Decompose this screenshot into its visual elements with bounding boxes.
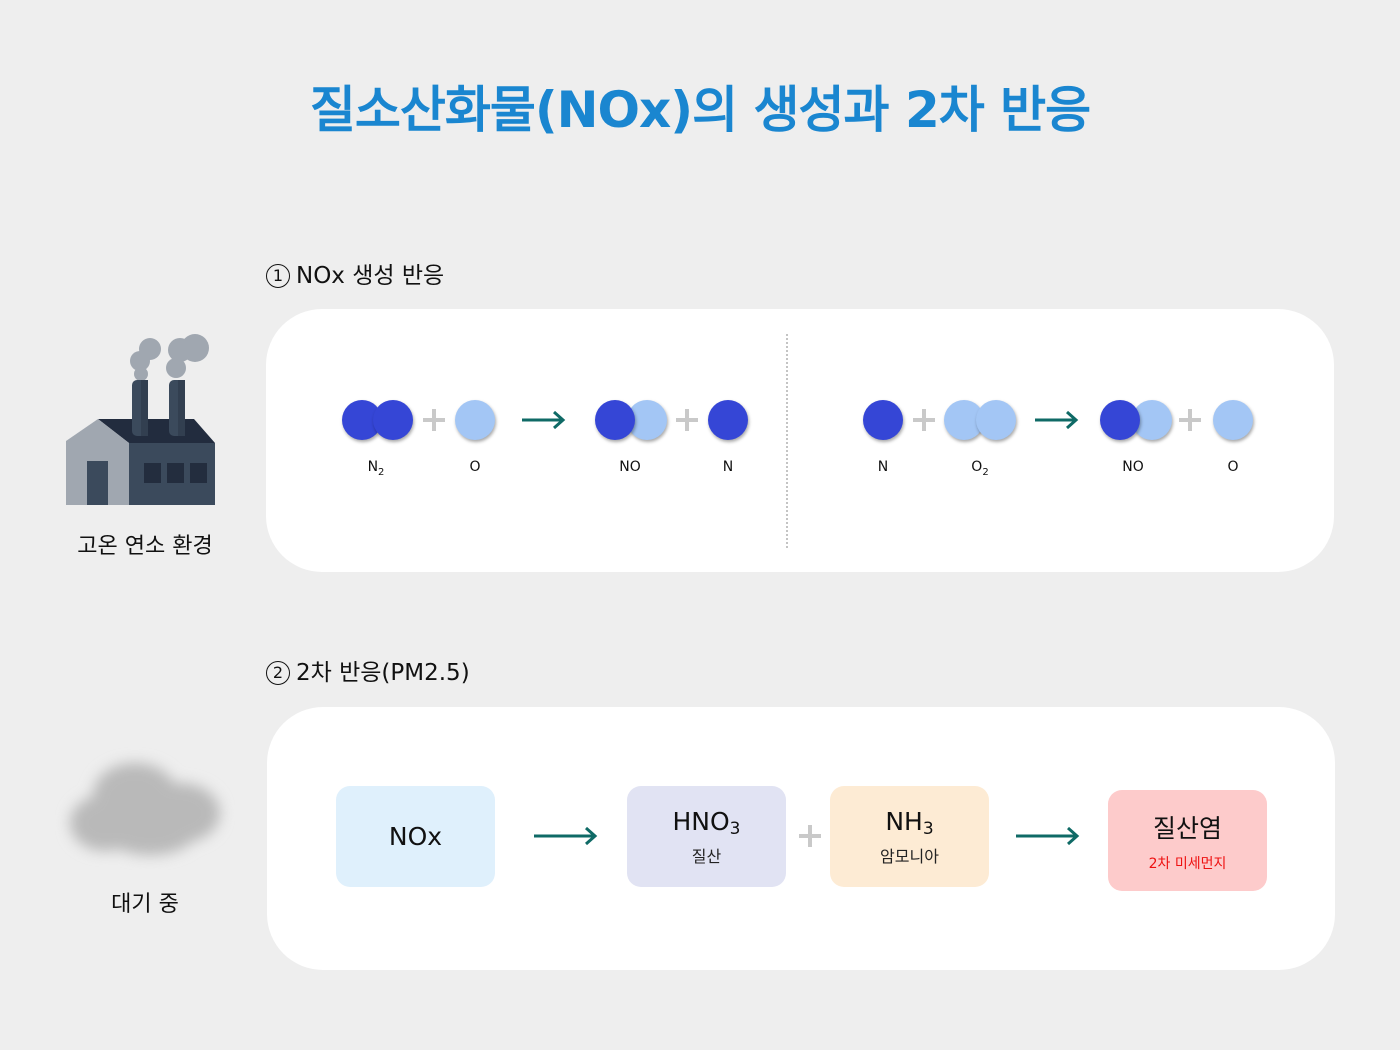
plus-icon (1179, 409, 1201, 431)
smog-cloud-icon (70, 763, 220, 855)
nitric-acid-formula: HNO3 (672, 806, 741, 839)
nitrogen-atom (1100, 400, 1140, 440)
molecule-label: NO (619, 459, 641, 475)
section1-label: NOx 생성 반응 (296, 263, 445, 289)
plus-icon (676, 409, 698, 431)
nox-formula: NOx (388, 822, 443, 851)
nox-formation-card (266, 309, 1334, 572)
section1-number: 1 (266, 264, 290, 288)
nitrate-box: 질산염 2차 미세먼지 (1108, 790, 1267, 891)
plus-icon (799, 825, 821, 847)
nitric-acid-box: HNO3 질산 (627, 786, 786, 887)
molecule-label: N (877, 459, 889, 475)
molecule-label: N (722, 459, 734, 475)
reaction-divider (786, 334, 788, 548)
molecule-label: N2 (367, 459, 385, 478)
nitrogen-atom (373, 400, 413, 440)
arrow-right-icon (534, 826, 598, 846)
oxygen-atom (1213, 400, 1253, 440)
nitrogen-atom (708, 400, 748, 440)
molecule-label: O2 (971, 459, 989, 478)
arrow-right-icon (1035, 410, 1079, 430)
nitrate-title: 질산염 (1152, 813, 1222, 843)
factory-icon (66, 334, 215, 505)
oxygen-atom (455, 400, 495, 440)
section1-side-caption: 고온 연소 환경 (77, 534, 213, 559)
ammonia-label: 암모니아 (880, 846, 939, 866)
section2-side-caption: 대기 중 (111, 892, 179, 917)
arrow-right-icon (1016, 826, 1080, 846)
nox-box: NOx (336, 786, 495, 887)
oxygen-atom (976, 400, 1016, 440)
arrow-right-icon (522, 410, 566, 430)
ammonia-formula: NH3 (885, 806, 934, 839)
page-title: 질소산화물(NOx)의 생성과 2차 반응 (309, 81, 1091, 139)
plus-icon (423, 409, 445, 431)
section2-number: 2 (266, 661, 290, 685)
nitrogen-atom (595, 400, 635, 440)
nitrogen-atom (863, 400, 903, 440)
molecule-label: O (469, 459, 481, 475)
molecule-label: O (1227, 459, 1239, 475)
nitric-acid-label: 질산 (691, 846, 722, 866)
section2-label: 2차 반응(PM2.5) (296, 660, 470, 686)
plus-icon (913, 409, 935, 431)
ammonia-box: NH3 암모니아 (830, 786, 989, 887)
nitrate-label: 2차 미세먼지 (1148, 855, 1227, 872)
molecule-label: NO (1122, 459, 1144, 475)
